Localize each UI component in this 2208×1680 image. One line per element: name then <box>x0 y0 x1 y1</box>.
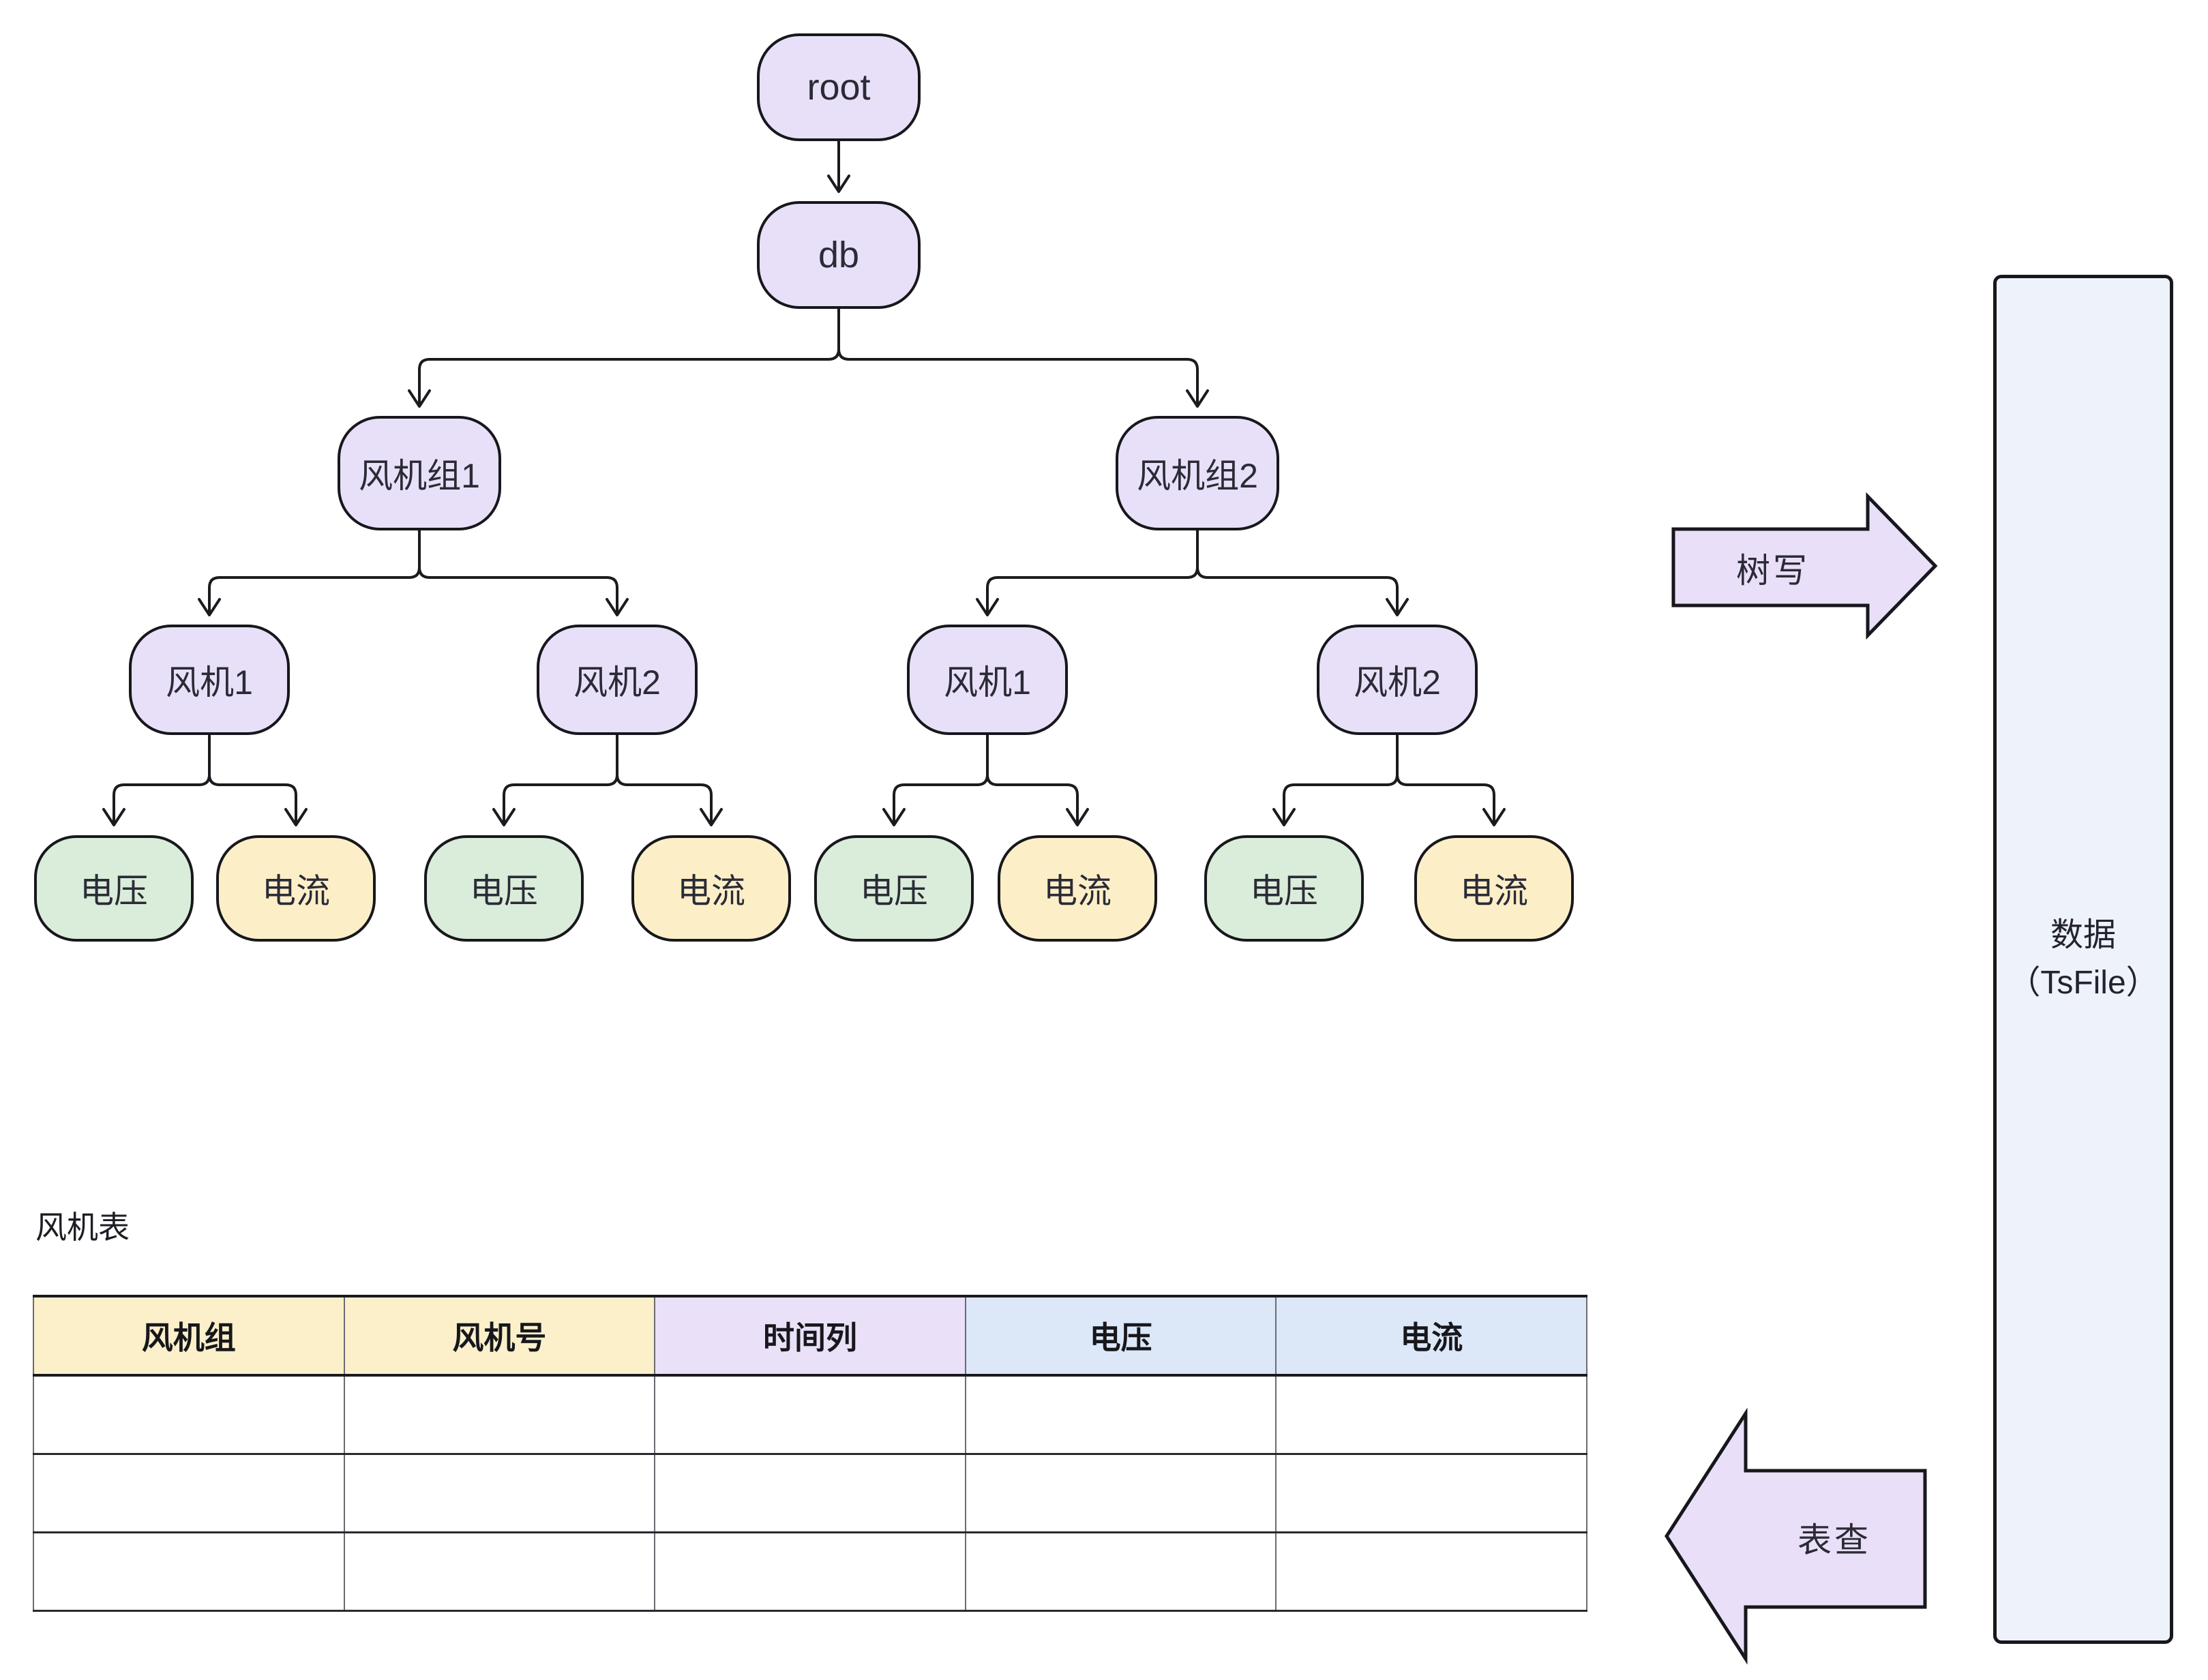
table-cell <box>964 1454 1277 1533</box>
fan-table-header-row: 风机组 风机号 时间列 电压 电流 <box>33 1295 1587 1377</box>
fan-table-row <box>33 1532 1587 1612</box>
fan-table: 风机组 风机号 时间列 电压 电流 <box>33 1295 1587 1612</box>
table-cell <box>33 1454 345 1533</box>
table-cell <box>654 1375 966 1455</box>
fan-table-header-voltage: 电压 <box>964 1295 1277 1377</box>
table-cell <box>1275 1375 1587 1455</box>
fan-table-row <box>33 1454 1587 1533</box>
table-cell <box>343 1375 656 1455</box>
fan-table-row <box>33 1375 1587 1455</box>
tsfile-storage-line2: （TsFile） <box>2008 965 2159 1001</box>
fan-table-header-time-column: 时间列 <box>654 1295 966 1377</box>
leaf-node-current-4: 电流 <box>1414 835 1574 942</box>
tree-node-db: db <box>757 201 921 309</box>
leaf-node-voltage-4: 电压 <box>1204 835 1364 942</box>
leaf-node-voltage-3: 电压 <box>814 835 974 942</box>
tree-node-fan1-group1: 风机1 <box>129 625 290 735</box>
leaf-node-voltage-2: 电压 <box>424 835 584 942</box>
table-cell <box>964 1375 1277 1455</box>
tree-node-group2: 风机组2 <box>1116 416 1279 530</box>
leaf-node-current-2: 电流 <box>631 835 791 942</box>
table-cell <box>33 1532 345 1612</box>
table-query-arrow-label: 表查 <box>1797 1521 1871 1559</box>
table-cell <box>343 1532 656 1612</box>
table-cell <box>654 1454 966 1533</box>
fan-table-header-group: 风机组 <box>33 1295 345 1377</box>
table-cell <box>1275 1532 1587 1612</box>
table-query-arrow-shape <box>1665 1407 1927 1665</box>
table-cell <box>33 1375 345 1455</box>
tree-node-group1: 风机组1 <box>338 416 501 530</box>
tree-node-root: root <box>757 33 921 141</box>
table-cell <box>1275 1454 1587 1533</box>
leaf-node-current-3: 电流 <box>998 835 1157 942</box>
tree-node-fan2-group1: 风机2 <box>537 625 698 735</box>
tree-write-arrow-label: 树写 <box>1736 552 1810 590</box>
tree-node-fan2-group2: 风机2 <box>1317 625 1478 735</box>
tree-node-fan1-group2: 风机1 <box>907 625 1068 735</box>
fan-table-header-current: 电流 <box>1275 1295 1587 1377</box>
table-cell <box>964 1532 1277 1612</box>
fan-table-title: 风机表 <box>35 1210 130 1245</box>
leaf-node-current-1: 电流 <box>216 835 376 942</box>
table-cell <box>343 1454 656 1533</box>
table-cell <box>654 1532 966 1612</box>
fan-table-header-fan-no: 风机号 <box>343 1295 656 1377</box>
tsfile-storage-line1: 数据 <box>2050 917 2116 954</box>
leaf-node-voltage-1: 电压 <box>34 835 194 942</box>
tree-write-arrow-shape <box>1671 492 1938 640</box>
tsfile-storage-box: 数据 （TsFile） <box>1993 275 2173 1644</box>
